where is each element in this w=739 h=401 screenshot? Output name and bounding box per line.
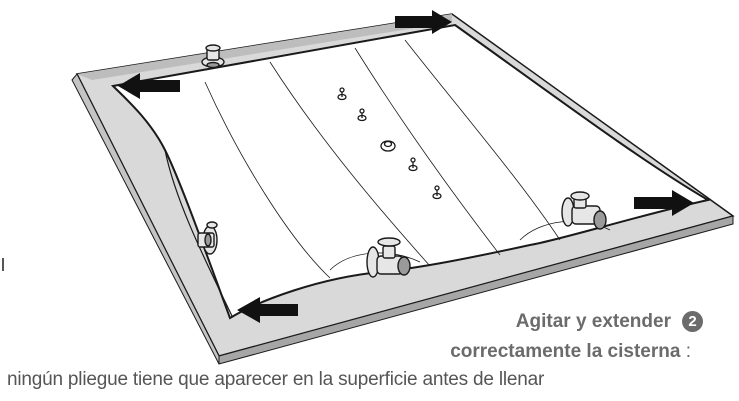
instruction-separator: : — [680, 341, 691, 362]
arrow-right-icon — [395, 10, 452, 34]
step-number-badge: 2 — [682, 311, 703, 332]
arrow-left-icon — [237, 297, 298, 323]
instruction-body: ningún pliegue tiene que aparecer en la … — [7, 369, 545, 390]
valve-fitting-icon — [197, 44, 607, 278]
arrow-left-icon — [118, 73, 180, 99]
instruction-title: Agitar y extender — [515, 311, 671, 332]
arrow-right-icon — [634, 190, 694, 216]
bolt-icon — [337, 87, 442, 200]
instruction-title-cont-text: correctamente la cisterna — [450, 341, 681, 362]
instruction-title-continued: correctamente la cisterna : — [450, 341, 691, 363]
